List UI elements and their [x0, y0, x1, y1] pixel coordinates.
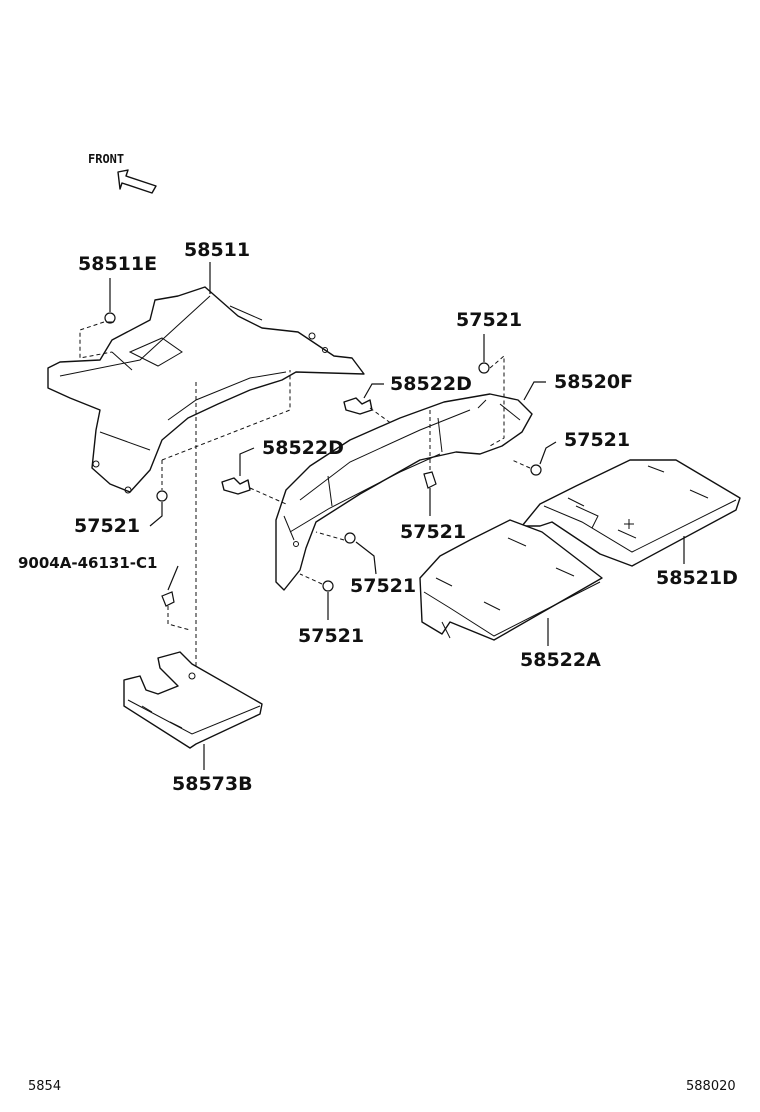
callout-57521-lower-center: 57521 [350, 575, 416, 597]
callout-58520F: 58520F [554, 371, 633, 393]
callout-57521-center: 57521 [400, 521, 466, 543]
clip-57521-right: 57521 [511, 429, 630, 476]
callout-57521-top: 57521 [456, 309, 522, 331]
callout-58521D: 58521D [656, 567, 738, 589]
clip-57521-lower-center: 57521 [315, 531, 416, 597]
fender-liner-58520F: 58520F [275, 371, 633, 591]
bracket-58522D-lower: 58522D [221, 437, 344, 505]
front-label: FRONT [88, 152, 124, 166]
front-arrow-icon [117, 169, 157, 194]
footer-left-code: 5854 [28, 1079, 61, 1094]
callout-57521-left: 57521 [74, 515, 140, 537]
under-plate-58573B: 58573B [123, 651, 263, 795]
front-indicator: FRONT [88, 152, 157, 194]
footer-right-code: 588020 [686, 1079, 736, 1094]
callout-group-58511: 58511 [184, 239, 250, 294]
clip-57521-center: 57521 [400, 410, 466, 543]
callout-57521-right: 57521 [564, 429, 630, 451]
callout-57521-bottom: 57521 [298, 625, 364, 647]
clip-57521-bottom: 57521 [298, 573, 364, 647]
clip-58511E: 58511E [78, 253, 157, 359]
callout-58522D-lower: 58522D [262, 437, 344, 459]
bracket-58522D-upper: 58522D [343, 373, 472, 425]
clip-9004A: 9004A-46131-C1 [18, 554, 191, 631]
callout-58511E: 58511E [78, 253, 157, 275]
callout-58573B: 58573B [172, 773, 253, 795]
rear-under-cover-58521D: 58521D [521, 459, 741, 589]
clip-57521-top: 57521 [456, 309, 522, 447]
callout-58522D-upper: 58522D [390, 373, 472, 395]
callout-58522A: 58522A [520, 649, 601, 671]
center-under-cover-58522A: 58522A [419, 519, 603, 671]
callout-58511: 58511 [184, 239, 250, 261]
clip-57521-left: 57521 [74, 370, 291, 537]
callout-9004A: 9004A-46131-C1 [18, 554, 157, 572]
engine-under-cover-58511 [47, 286, 365, 494]
